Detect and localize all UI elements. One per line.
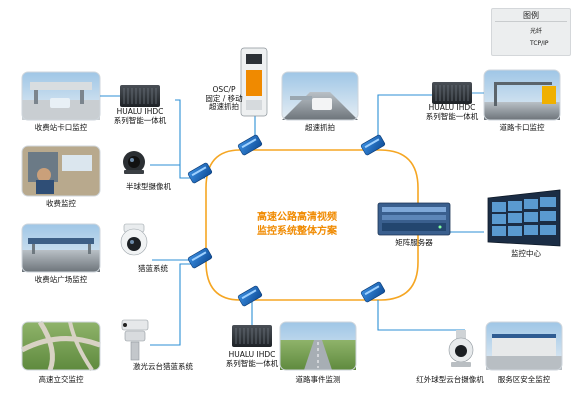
- osc-unit-icon: [240, 47, 268, 117]
- center-title-line1: 高速公路高清视频: [257, 212, 337, 223]
- label-ir-ptz: 红外球型云台摄像机: [416, 375, 484, 384]
- label-osc: OSC/P 固定 / 移动 超速抓拍: [205, 85, 243, 112]
- ball-camera-icon: [120, 223, 148, 256]
- photo-speed-capture: [281, 71, 359, 121]
- label-hualu-bottom: HUALU IHDC 系列智能一体机: [225, 350, 279, 368]
- center-title: 高速公路高清视频 监控系统整体方案: [237, 211, 357, 238]
- label-road-event: 道路事件监测: [295, 375, 341, 384]
- label-dome-camera: 半球型摄像机: [126, 182, 171, 191]
- label-matrix-server: 矩阵服务器: [395, 238, 433, 247]
- label-osc-line1: OSC/P: [212, 85, 236, 94]
- label-service-area: 服务区安全监控: [497, 375, 551, 384]
- legend-divider: [495, 21, 567, 22]
- label-toll-plaza: 收费站广场监控: [34, 275, 88, 284]
- photo-toll-monitor: [21, 145, 101, 197]
- label-hualu-bottom-line2: 系列智能一体机: [225, 358, 279, 368]
- legend-fiber-label: 光纤: [530, 28, 543, 35]
- laser-ptz-camera-icon: [121, 319, 149, 361]
- matrix-server: [377, 202, 451, 236]
- hualu-device-left: [120, 85, 160, 107]
- photo-road-event: [279, 321, 357, 371]
- tcpip-links: [150, 94, 484, 346]
- dome-camera-icon: [123, 151, 145, 174]
- photo-toll-checkpoint: [21, 71, 101, 121]
- legend: 图例 光纤 TCP/IP: [491, 8, 571, 56]
- label-monitor-center: 监控中心: [511, 249, 541, 258]
- photo-service-area: [485, 321, 563, 371]
- photo-links: [100, 92, 484, 97]
- label-osc-line2: 固定 / 移动: [205, 93, 243, 103]
- label-road-checkpoint: 道路卡口监控: [499, 123, 545, 132]
- hualu-device-right: [432, 82, 472, 104]
- label-hualu-right-line1: HUALU IHDC: [428, 103, 476, 112]
- label-hualu-right: HUALU IHDC 系列智能一体机: [425, 103, 479, 121]
- photo-road-checkpoint: [483, 69, 561, 121]
- hualu-device-bottom: [232, 325, 272, 347]
- label-hualu-bottom-line1: HUALU IHDC: [228, 350, 276, 359]
- label-toll-checkpoint: 收费站卡口监控: [34, 123, 88, 132]
- label-hualu-left-line1: HUALU IHDC: [116, 107, 164, 116]
- photo-toll-plaza: [21, 223, 101, 273]
- label-speed-capture: 超速抓拍: [305, 123, 335, 132]
- label-toll-monitor: 收费监控: [46, 199, 76, 208]
- switches: [187, 134, 386, 307]
- center-title-line2: 监控系统整体方案: [257, 225, 337, 237]
- legend-tcpip-label: TCP/IP: [530, 40, 549, 47]
- label-interchange: 高速立交监控: [38, 375, 84, 384]
- label-hualu-right-line2: 系列智能一体机: [425, 111, 479, 121]
- label-osc-line3: 超速抓拍: [208, 102, 239, 112]
- photo-interchange: [20, 320, 101, 372]
- label-laser-ptz: 激光云台猎蓝系统: [133, 362, 193, 371]
- label-ball-system: 猎蓝系统: [138, 264, 168, 273]
- label-hualu-left-line2: 系列智能一体机: [113, 115, 167, 125]
- legend-title: 图例: [523, 11, 539, 20]
- label-hualu-left: HUALU IHDC 系列智能一体机: [113, 107, 167, 125]
- photo-monitor-center: [487, 189, 561, 247]
- ir-ptz-camera-icon: [448, 330, 474, 367]
